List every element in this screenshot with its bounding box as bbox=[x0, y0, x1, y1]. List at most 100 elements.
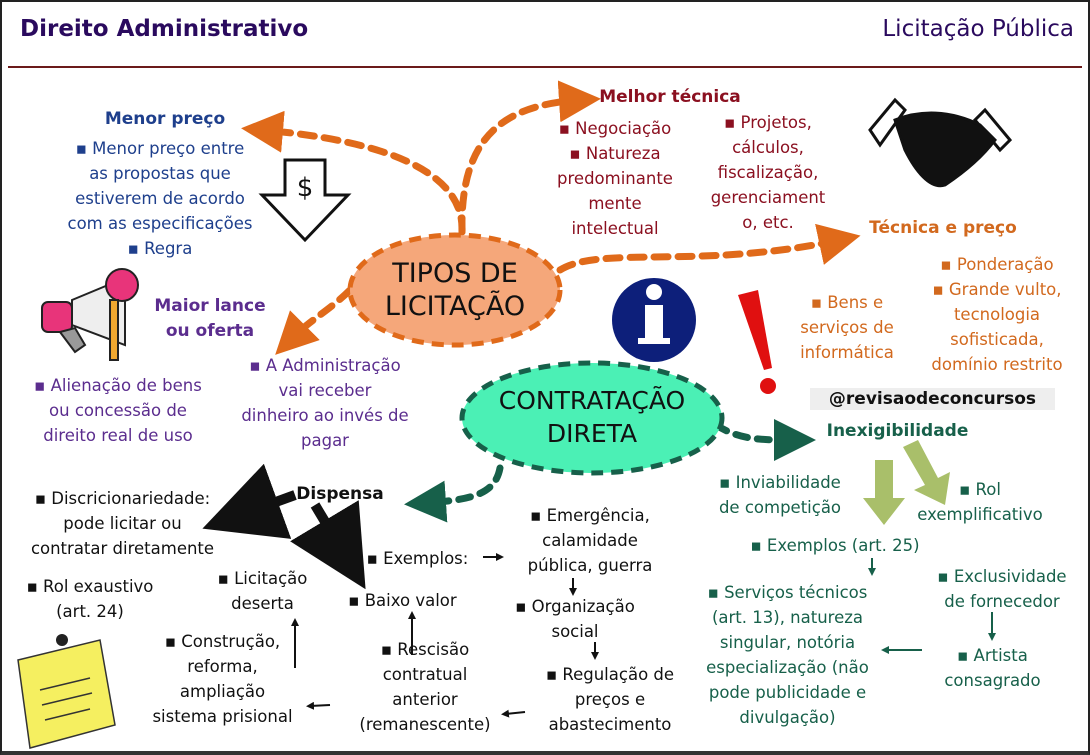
text-line: sistema prisional bbox=[152, 707, 293, 726]
subject-title: Direito Administrativo bbox=[20, 16, 309, 42]
text-line: ampliação bbox=[179, 682, 266, 701]
text-line: o, etc. bbox=[742, 213, 794, 232]
text-line: pode licitar ou bbox=[63, 514, 182, 533]
menor-preco-title: Menor preço bbox=[104, 109, 226, 129]
melhor-tecnica-details-a: ▪ Negociação ▪ Natureza predominante mente i… bbox=[545, 116, 685, 241]
rol-exaustivo-text: ▪ Rol exaustivo (art. 24) bbox=[20, 574, 160, 624]
text-line: ▪ Serviços técnicos bbox=[707, 583, 868, 602]
text-line: ▪ Licitação bbox=[217, 569, 308, 588]
text-line: ▪ Rol exaustivo bbox=[26, 577, 154, 596]
text-line: ▪ Rescisão bbox=[380, 640, 470, 659]
exemplos-art25-text: ▪ Exemplos (art. 25) bbox=[750, 536, 920, 555]
text-line: ou oferta bbox=[165, 321, 255, 341]
black-thick-arrows bbox=[202, 463, 366, 590]
tecnica-e-preco-title: Técnica e preço bbox=[869, 218, 1017, 238]
text-line: ▪ Regra bbox=[127, 239, 193, 258]
text-line: contratar diretamente bbox=[30, 539, 215, 558]
melhor-tecnica-details-b: ▪ Projetos,cálculos,fiscalização,gerenci… bbox=[698, 110, 838, 235]
text-line: as propostas que bbox=[89, 164, 231, 183]
text-line: ▪ Organização bbox=[515, 597, 635, 616]
text-line: serviços de bbox=[800, 318, 894, 337]
node-line: CONTRATAÇÃO bbox=[498, 386, 686, 415]
text-line: (art. 24) bbox=[56, 602, 124, 621]
text-line: abastecimento bbox=[548, 715, 672, 734]
green-dashed-arrows bbox=[404, 418, 816, 523]
text-line: ▪ Rol bbox=[959, 480, 1001, 499]
servicos-tecnicos-text: ▪ Serviços técnicos (art. 13), natureza si… bbox=[695, 580, 880, 730]
text-line: ▪ Alienação de bens bbox=[34, 376, 202, 395]
text-line: ▪ Artista bbox=[957, 646, 1028, 665]
text-line: pode publicidade e bbox=[708, 683, 867, 702]
tipos-node-shape bbox=[347, 232, 563, 348]
node-line: DIRETA bbox=[546, 419, 638, 448]
text-line: ▪ Projetos, bbox=[724, 113, 812, 132]
text-line: ▪ Regulação de bbox=[545, 665, 675, 684]
text-line: preços e bbox=[574, 690, 646, 709]
tecnica-preco-details-a: ▪ Ponderação ▪ Grande vulto, tecnologia sof… bbox=[912, 252, 1082, 377]
text-line: pagar bbox=[301, 431, 349, 450]
exclusividade-text: ▪ Exclusividade de fornecedor bbox=[922, 564, 1082, 614]
info-icon bbox=[612, 278, 696, 362]
contratacao-node-shape bbox=[459, 360, 725, 476]
text-line: ▪ Natureza bbox=[569, 144, 661, 163]
text-line: contratual bbox=[382, 665, 468, 684]
text-line: tecnologia bbox=[953, 305, 1041, 324]
text-line: ▪ Negociação bbox=[558, 119, 672, 138]
text-line: calamidade bbox=[542, 531, 638, 550]
text-line: ▪ Discricionariedade: bbox=[34, 489, 211, 508]
sticky-note-icon bbox=[17, 634, 116, 749]
text-line: sofisticada, bbox=[950, 330, 1044, 349]
menor-preco-details: ▪ Menor preço entre as propostas que estiv… bbox=[35, 136, 285, 261]
text-line: ▪ Bens e bbox=[810, 293, 884, 312]
text-line: com as especificações bbox=[67, 214, 253, 233]
dispensa-title: Dispensa bbox=[296, 484, 384, 504]
text-line: ▪ Grande vulto, bbox=[932, 280, 1062, 299]
svg-text:$: $ bbox=[297, 173, 314, 203]
exclamation-icon bbox=[738, 290, 776, 394]
text-line: cálculos, bbox=[732, 138, 804, 157]
header-divider bbox=[8, 66, 1082, 68]
text-line: (art. 13), natureza bbox=[711, 608, 864, 627]
text-line: ▪ Ponderação bbox=[940, 255, 1054, 274]
text-line: ▪ Inviabilidade bbox=[719, 473, 841, 492]
text-line: exemplificativo bbox=[917, 505, 1043, 524]
text-line: mente bbox=[588, 194, 642, 213]
discricionariedade-text: ▪ Discricionariedade: pode licitar ou cont… bbox=[5, 486, 240, 561]
olive-arrows-icon bbox=[863, 440, 950, 525]
text-line: predominante bbox=[557, 169, 673, 188]
licitacao-deserta-text: ▪ Licitação deserta bbox=[210, 566, 315, 616]
text-line: especialização (não bbox=[706, 658, 869, 677]
text-line: estiverem de acordo bbox=[75, 189, 245, 208]
handshake-icon bbox=[868, 97, 1013, 188]
text-line: anterior bbox=[392, 690, 458, 709]
text-line: singular, notória bbox=[719, 633, 856, 652]
author-handle: @revisaodeconcursos bbox=[810, 388, 1055, 410]
emergencia-text: ▪ Emergência, calamidade pública, guerra bbox=[510, 503, 670, 578]
orange-dashed-arrows bbox=[241, 80, 861, 355]
text-line: vai receber bbox=[278, 381, 372, 400]
regulacao-text: ▪ Regulação de preços e abastecimento bbox=[530, 662, 690, 737]
dollar-down-arrow-icon: $ bbox=[258, 158, 352, 243]
artista-text: ▪ Artista consagrado bbox=[925, 643, 1060, 693]
text-line: ▪ Emergência, bbox=[530, 506, 650, 525]
text-line: gerenciament bbox=[710, 188, 826, 207]
green-thin-arrows bbox=[868, 558, 996, 654]
text-line: de fornecedor bbox=[944, 592, 1060, 611]
text-line: domínio restrito bbox=[931, 355, 1063, 374]
text-line: deserta bbox=[231, 594, 294, 613]
node-line: TIPOS DE bbox=[392, 258, 518, 289]
thin-arrows bbox=[291, 553, 599, 718]
text-line: intelectual bbox=[571, 219, 659, 238]
text-line: pública, guerra bbox=[527, 556, 653, 575]
text-line: dinheiro ao invés de bbox=[241, 406, 409, 425]
text-line: consagrado bbox=[944, 671, 1041, 690]
text-line: ▪ Exclusividade bbox=[937, 567, 1067, 586]
text-line: ▪ Menor preço entre bbox=[75, 139, 245, 158]
